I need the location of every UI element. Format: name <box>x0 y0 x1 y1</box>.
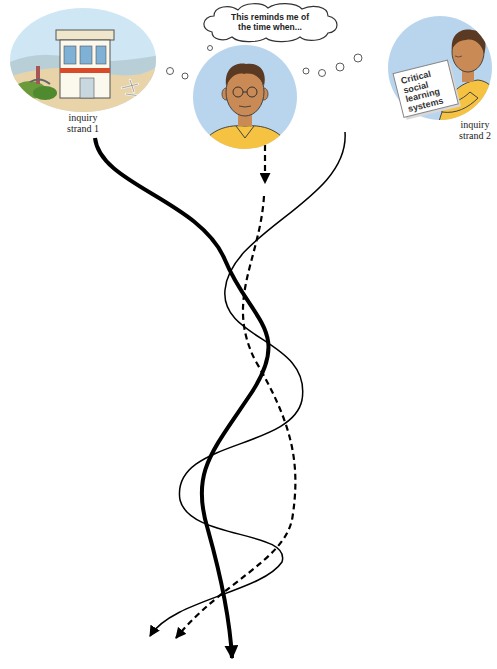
mouth <box>239 106 251 107</box>
glasses-bridge <box>243 92 247 93</box>
thought-dot <box>319 70 326 77</box>
thought-dot <box>167 68 174 75</box>
thought-dot <box>182 73 188 79</box>
head <box>226 68 264 116</box>
thought-dot <box>208 46 213 51</box>
hair <box>226 64 265 86</box>
scene-circle-outline <box>10 8 156 112</box>
ear <box>260 88 268 100</box>
thought-dot <box>336 63 344 71</box>
strand-2-line <box>150 132 345 636</box>
scene-circle-fill <box>388 16 492 120</box>
experience-line <box>264 145 266 183</box>
glasses <box>233 87 243 97</box>
thought-text: This reminds me of the time when... <box>224 12 316 32</box>
thought-dots <box>167 46 363 80</box>
thought-dot <box>303 68 309 74</box>
thought-bubble: This reminds me of the time when... <box>200 2 340 42</box>
scene-circle-fill <box>10 8 156 112</box>
ear <box>222 88 230 100</box>
strand-label: inquiry strand 2 <box>453 119 497 141</box>
thought-dot <box>354 54 362 62</box>
neck <box>238 110 252 126</box>
book-cover <box>393 60 458 117</box>
strand-1-line <box>95 138 269 658</box>
bubble-text-box: This reminds me of the time when... <box>200 2 340 42</box>
scene-circle: inquiry strand 2Critical social learning… <box>388 16 492 120</box>
strand-label: inquiry strand 1 <box>56 112 110 134</box>
portrait-circle <box>193 45 297 149</box>
glasses <box>247 87 257 97</box>
thinking-man <box>196 64 294 160</box>
collar <box>236 126 254 138</box>
scene-circle: inquiry strand 1 <box>10 8 156 112</box>
cloud-outline <box>204 4 337 42</box>
shirt <box>196 126 294 160</box>
